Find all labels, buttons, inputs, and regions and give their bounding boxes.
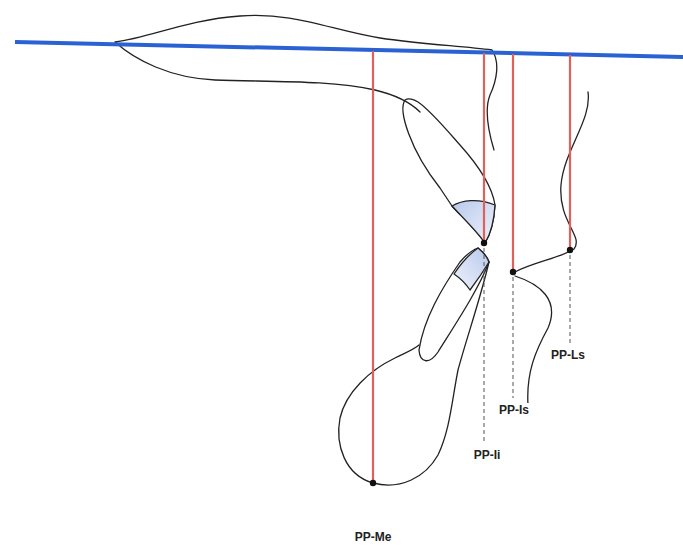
maxilla-outline (115, 15, 497, 150)
landmark-label: PP-Ls (549, 348, 587, 362)
lower-incisor (419, 248, 489, 361)
upper-incisor (403, 99, 495, 243)
landmark-dot (370, 480, 376, 486)
symphysis-outline (339, 262, 489, 485)
leader-line (570, 255, 571, 343)
upper-incisor-crown (452, 201, 495, 243)
reference-line (372, 51, 374, 483)
landmark-label: PP-Is (497, 403, 531, 417)
leader-line (484, 248, 485, 442)
reference-line (512, 54, 514, 272)
leader-line (513, 277, 514, 398)
landmark-label: PP-Ii (472, 448, 503, 462)
reference-line (483, 53, 485, 243)
landmark-label: PP-Me (353, 530, 394, 544)
landmark-dot (567, 247, 573, 253)
landmark-dot (510, 269, 516, 275)
reference-line (569, 55, 571, 250)
landmark-dot (481, 240, 487, 246)
palatal-plane (15, 42, 683, 57)
soft-tissue-profile (515, 92, 588, 405)
